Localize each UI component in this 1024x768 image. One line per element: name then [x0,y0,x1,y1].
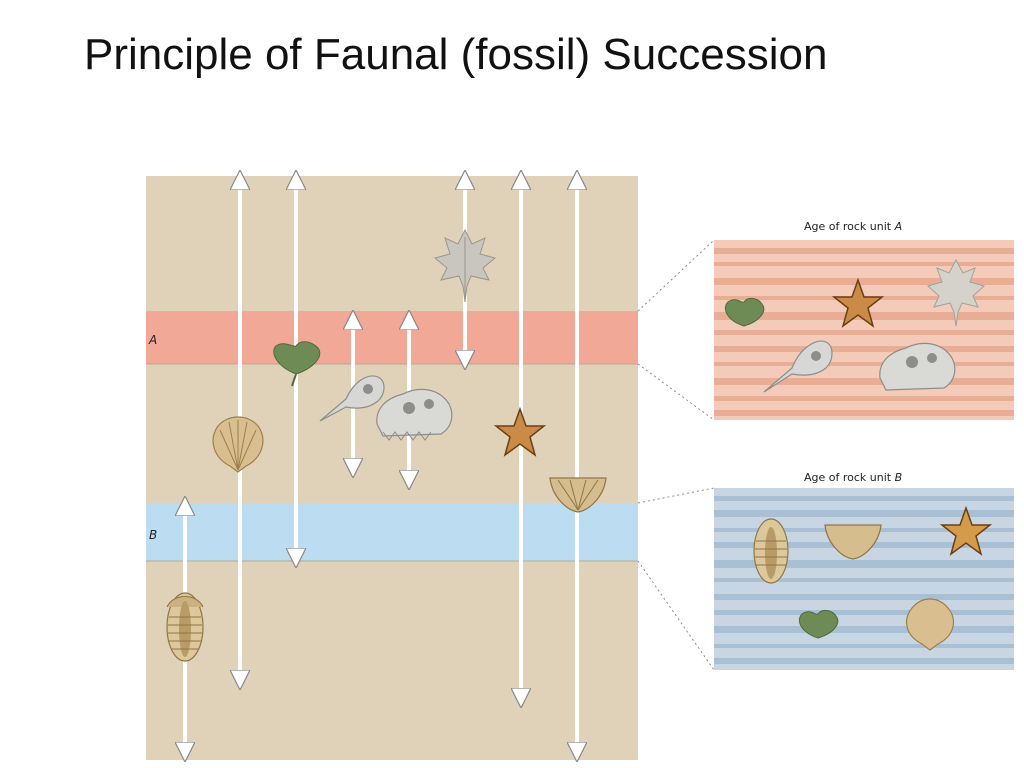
layer-a-label: A [148,333,157,347]
panel-b-brachiopod-icon [824,524,882,560]
scallop-shell-icon [212,416,264,473]
panel-b-trilobite-icon [753,518,789,584]
maple-leaf-icon [433,228,497,303]
connector-lines [637,239,715,671]
bird-skull-icon [319,375,385,422]
rock-layer-a [146,311,638,364]
dinosaur-skull-icon [376,388,453,441]
panel-b-scallop-shell-icon [905,598,955,651]
panel-b-caption: Age of rock unit B [804,471,902,484]
slide-title: Principle of Faunal (fossil) Succession [84,30,828,79]
strata-background [146,176,638,760]
panel-a-dinosaur-skull-icon [879,342,956,391]
starfish-icon [493,406,547,457]
panel-a-maple-leaf-icon [926,258,986,327]
rock-unit-a-panel: Age of rock unit A [714,220,1014,420]
rock-unit-b-panel: Age of rock unit B [714,471,1014,670]
brachiopod-icon [549,477,607,513]
panel-a-ginkgo-icon [724,297,765,327]
panel-a-starfish-icon [831,277,885,328]
panel-a-caption: Age of rock unit A [804,220,902,233]
panel-b-ginkgo-icon [798,609,839,639]
panel-a-bird-skull-icon [763,340,833,393]
strata-column: A B [146,176,638,760]
trilobite-icon [166,592,204,662]
ginkgo-leaf-icon [273,341,321,387]
layer-b-label: B [149,528,157,542]
rock-layer-b [146,503,638,561]
panel-b-starfish-icon [939,505,993,556]
